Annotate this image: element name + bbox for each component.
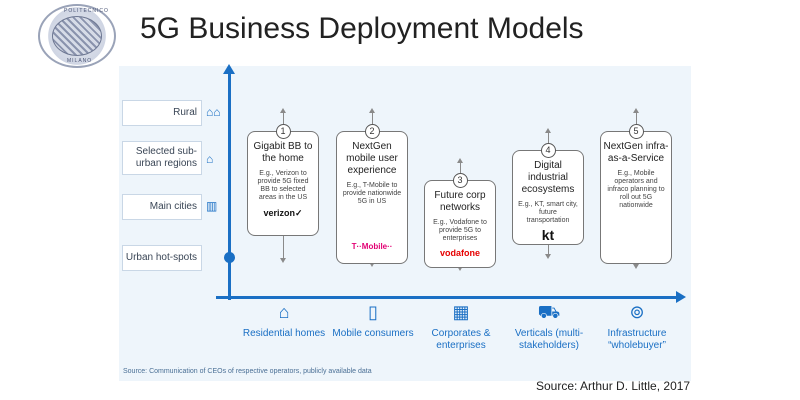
level-label: Urban hot-spots	[125, 252, 197, 263]
arrow-down-icon	[633, 264, 639, 269]
model-card-4: 4 Digital industrial ecosystems E.g., KT…	[512, 143, 584, 245]
category-label: Corporates & enterprises	[431, 328, 491, 351]
arrow-up-icon	[545, 128, 551, 133]
model-description: E.g., Verizon to provide 5G fixed BB to …	[257, 170, 309, 201]
category-label: Verticals (multi-stakeholders)	[514, 328, 584, 351]
level-label: Main cities	[149, 201, 197, 212]
home-icon: ⌂	[278, 302, 290, 322]
city-icon: ▥	[206, 199, 218, 213]
model-title: Future corp networks	[434, 190, 486, 213]
antenna-icon: ⊚	[629, 302, 645, 322]
arrow-up-icon	[369, 108, 375, 113]
level-label: Selected sub-urban regions	[135, 146, 197, 169]
model-card-5: 5 NextGen infra-as-a-Service E.g., Mobil…	[600, 124, 672, 264]
kt-logo: kt	[541, 227, 555, 243]
model-number: 2	[364, 124, 380, 139]
houses-icon: ⌂⌂	[206, 105, 221, 119]
x-axis	[216, 296, 678, 299]
model-number: 5	[628, 124, 644, 139]
model-card-3: 3 Future corp networks E.g., Vodafone to…	[424, 173, 496, 268]
model-description: E.g., T-Mobile to provide nationwide 5G …	[342, 182, 402, 205]
arrow-down-icon	[369, 262, 375, 267]
model-card-2: 2 NextGen mobile user experience E.g., T…	[336, 124, 408, 264]
level-label: Rural	[173, 107, 197, 118]
x-axis-arrow	[676, 291, 686, 303]
logo-text-bottom: MILANO	[67, 58, 93, 64]
category-label: Residential homes	[242, 328, 326, 339]
category-label: Infrastructure “wholebuyer”	[607, 328, 667, 351]
arrow-down-icon	[457, 266, 463, 271]
politecnico-logo: POLITECNICO MILANO	[38, 4, 116, 68]
level-rural: Rural	[122, 100, 202, 126]
y-axis-arrow	[223, 64, 235, 74]
slide-title: 5G Business Deployment Models	[140, 12, 584, 45]
category-mobile: ▯ Mobile consumers	[328, 300, 418, 340]
model-title: Digital industrial ecosystems	[521, 160, 575, 195]
seal-emblem	[52, 16, 102, 56]
car-wifi-icon: ⛟	[537, 302, 561, 322]
category-corporates: ▦ Corporates & enterprises	[416, 300, 506, 352]
arrow-up-icon	[633, 108, 639, 113]
arrow-down-icon	[545, 254, 551, 259]
model-description: E.g., Mobile operators and infraco plann…	[607, 170, 665, 209]
house-icon: ⌂	[206, 152, 214, 166]
model-card-1: 1 Gigabit BB to the home E.g., Verizon t…	[247, 124, 319, 236]
footnote: Source: Communication of CEOs of respect…	[123, 368, 372, 375]
category-verticals: ⛟ Verticals (multi-stakeholders)	[504, 300, 594, 352]
category-residential: ⌂ Residential homes	[239, 300, 329, 340]
model-title: NextGen mobile user experience	[346, 141, 398, 176]
model-description: E.g., Vodafone to provide 5G to enterpri…	[433, 219, 487, 242]
vodafone-logo: vodafone	[439, 248, 480, 258]
verizon-logo: verizon✓	[263, 208, 303, 218]
tmobile-logo: T··Mobile··	[351, 242, 393, 251]
smartphone-icon: ▯	[368, 302, 378, 322]
model-title: NextGen infra-as-a-Service	[603, 141, 669, 164]
y-axis	[228, 72, 231, 300]
arrow-down-icon	[280, 258, 286, 263]
level-suburban: Selected sub-urban regions	[122, 141, 202, 175]
model-number: 4	[540, 143, 556, 158]
model-description: E.g., KT, smart city, future transportat…	[518, 201, 578, 224]
logo-text-top: POLITECNICO	[64, 8, 109, 14]
level-urban-hotspots: Urban hot-spots	[122, 245, 202, 271]
level-main-cities: Main cities	[122, 194, 202, 220]
arrow-up-icon	[280, 108, 286, 113]
location-pin-icon	[224, 252, 235, 263]
category-infrastructure: ⊚ Infrastructure “wholebuyer”	[592, 300, 682, 352]
category-label: Mobile consumers	[332, 328, 414, 339]
model-number: 3	[452, 173, 468, 188]
source-citation: Source: Arthur D. Little, 2017	[536, 379, 691, 393]
model-title: Gigabit BB to the home	[253, 141, 313, 164]
arrow-up-icon	[457, 158, 463, 163]
building-icon: ▦	[452, 302, 470, 322]
model-number: 1	[275, 124, 291, 139]
